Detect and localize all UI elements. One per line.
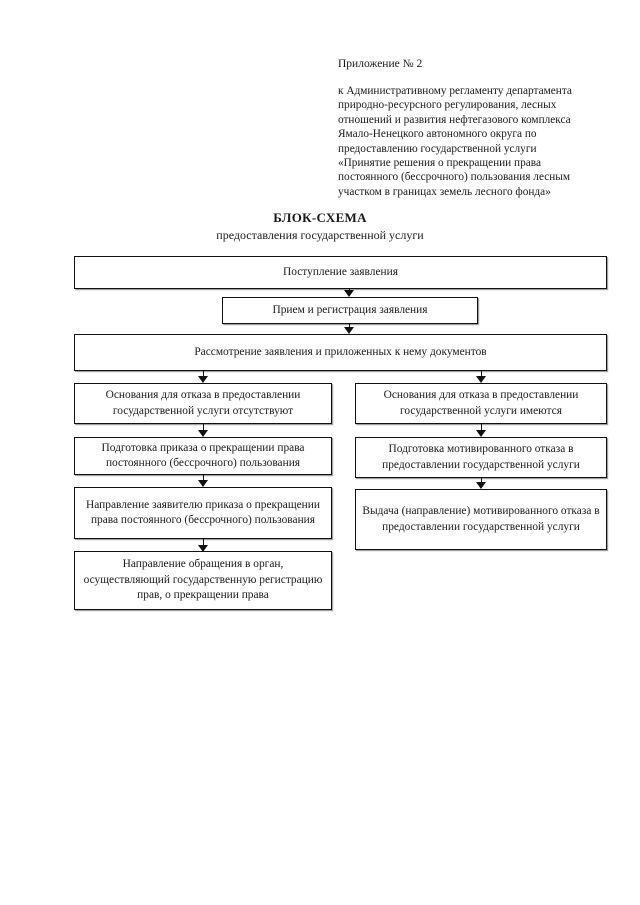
- appendix-reference-line: природно-ресурсного регулирования, лесны…: [338, 99, 557, 112]
- flow-node-intake: Поступление заявления: [74, 256, 607, 289]
- flow-node-issue-refusal: Выдача (направление) мотивированного отк…: [355, 489, 607, 550]
- appendix-reference-line: Ямало-Ненецкого автономного округа по: [338, 128, 537, 141]
- flow-arrow-intake-to-registration: [344, 289, 355, 297]
- flow-arrow-review-to-no-refusal-grounds: [198, 371, 209, 383]
- appendix-reference-line: предоставлению государственной услуги: [338, 142, 537, 155]
- title-block: БЛОК-СХЕМА предоставления государственно…: [0, 210, 640, 243]
- flow-node-label: Подготовка приказа о прекращении права п…: [101, 441, 305, 470]
- flow-node-label: Направление заявителю приказа о прекраще…: [86, 498, 320, 527]
- flow-node-label: Выдача (направление) мотивированного отк…: [362, 505, 600, 533]
- flow-node-refusal-grounds: Основания для отказа в предоставлении го…: [355, 383, 607, 424]
- flow-node-label: Основания для отказа в предоставлении го…: [105, 389, 301, 417]
- appendix-reference: к Административному регламенту департаме…: [338, 84, 588, 199]
- flow-node-send-order: Направление заявителю приказа о прекраще…: [74, 487, 332, 539]
- flow-node-label: Подготовка мотивированного отказа в пред…: [382, 443, 580, 471]
- flow-arrow-registration-to-review: [344, 324, 355, 334]
- appendix-reference-line: отношений и развития нефтегазового компл…: [338, 113, 571, 126]
- page-title: БЛОК-СХЕМА: [273, 210, 367, 225]
- appendix-number: Приложение № 2: [338, 58, 423, 70]
- flow-arrow-prepare-refusal-to-issue-refusal: [476, 477, 487, 489]
- flow-node-label: Прием и регистрация заявления: [272, 303, 428, 316]
- appendix-reference-line: «Принятие решения о прекращении права: [338, 157, 541, 170]
- flow-arrow-review-to-refusal-grounds: [476, 371, 487, 383]
- flow-node-label: Направление обращения в орган, осуществл…: [83, 558, 323, 602]
- appendix-reference-line: участком в границах земель лесного фонда…: [338, 185, 551, 198]
- page-subtitle: предоставления государственной услуги: [216, 228, 424, 242]
- flow-node-prepare-order: Подготовка приказа о прекращении права п…: [74, 437, 332, 475]
- flow-arrow-prepare-order-to-send-order: [198, 475, 209, 487]
- flow-arrow-refusal-grounds-to-prepare-refusal: [476, 424, 487, 437]
- appendix-reference-line: постоянного (бессрочного) пользования ле…: [338, 171, 571, 184]
- flow-node-review: Рассмотрение заявления и приложенных к н…: [74, 334, 607, 371]
- flow-node-registration: Прием и регистрация заявления: [222, 297, 478, 324]
- flow-node-no-refusal-grounds: Основания для отказа в предоставлении го…: [74, 383, 332, 424]
- flow-node-label: Поступление заявления: [283, 265, 398, 278]
- appendix-header: Приложение № 2 к Административному регла…: [338, 57, 588, 199]
- flow-node-send-to-registry: Направление обращения в орган, осуществл…: [74, 551, 332, 610]
- flow-arrow-no-refusal-grounds-to-prepare-order: [198, 424, 209, 437]
- flow-node-label: Рассмотрение заявления и приложенных к н…: [194, 345, 487, 358]
- flow-node-prepare-refusal: Подготовка мотивированного отказа в пред…: [355, 437, 607, 478]
- flow-node-label: Основания для отказа в предоставлении го…: [383, 389, 579, 417]
- appendix-reference-line: к Административному регламенту департаме…: [338, 85, 572, 97]
